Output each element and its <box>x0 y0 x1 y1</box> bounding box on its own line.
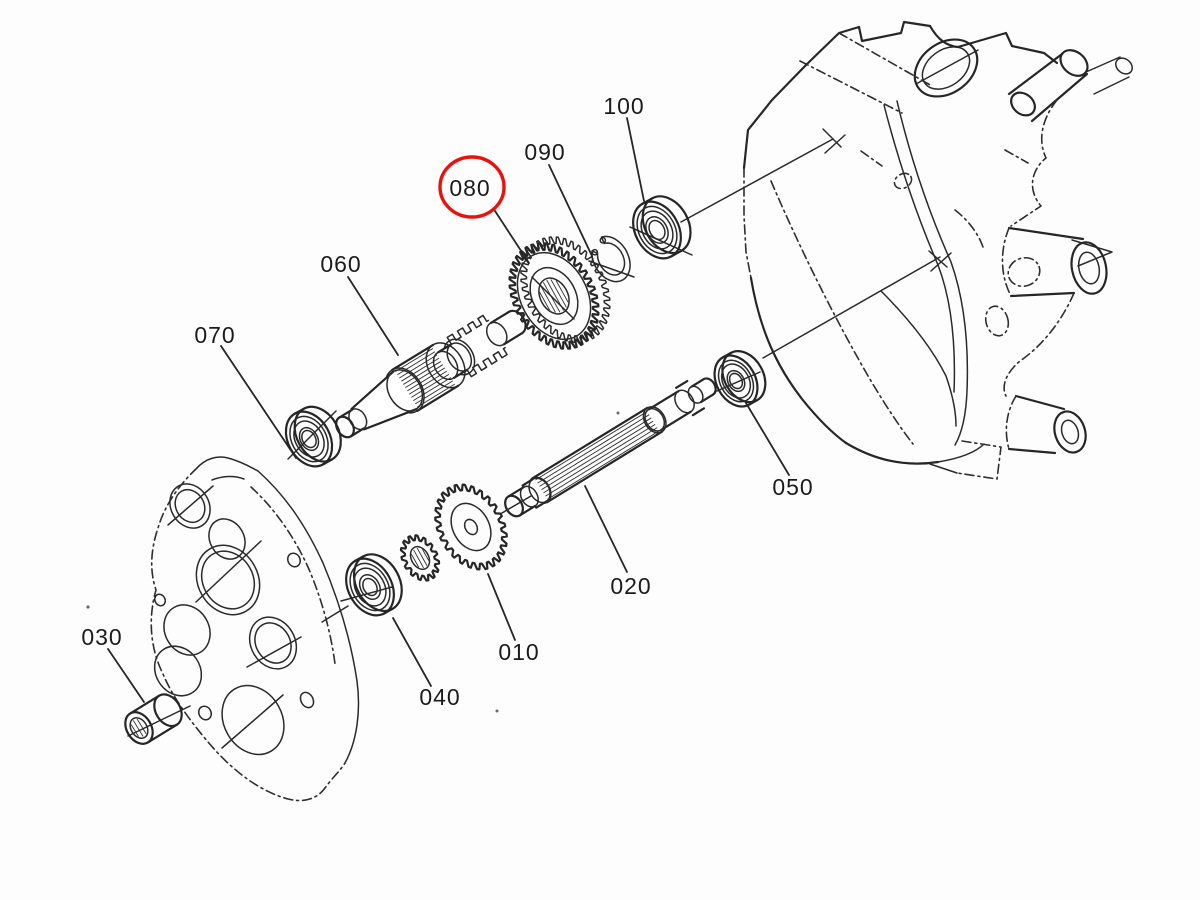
part-number-label-030[interactable]: 030 <box>81 624 122 650</box>
callout-050[interactable]: 050 <box>745 402 814 500</box>
leader-line-060 <box>347 276 399 356</box>
part-number-label-090[interactable]: 090 <box>524 139 565 165</box>
part-080-gear <box>508 236 611 350</box>
part-number-label-020[interactable]: 020 <box>610 573 651 599</box>
part-number-label-100[interactable]: 100 <box>603 93 644 119</box>
part-010-small-gear <box>399 534 441 582</box>
part-020-shaft <box>504 377 717 518</box>
scan-speck <box>616 411 620 415</box>
side-cover-plate <box>150 456 360 802</box>
leader-line-040 <box>392 617 432 687</box>
part-number-label-070[interactable]: 070 <box>194 322 235 348</box>
callout-060[interactable]: 060 <box>320 251 399 356</box>
callout-010[interactable]: 010 <box>487 573 540 665</box>
part-number-label-050[interactable]: 050 <box>772 474 813 500</box>
highlight-circle-080 <box>438 155 506 219</box>
leader-line-080 <box>494 210 530 264</box>
callout-030[interactable]: 030 <box>81 624 145 703</box>
transmission-housing <box>742 20 1133 480</box>
leader-line-100 <box>626 117 645 202</box>
part-030-spline-coupler <box>124 693 183 745</box>
part-090-snap-ring <box>591 235 631 283</box>
center-slash-lines <box>287 226 761 602</box>
leader-line-090 <box>548 164 593 257</box>
part-number-label-080[interactable]: 080 <box>449 175 490 201</box>
assembly-axis-lines <box>127 138 941 737</box>
part-number-label-060[interactable]: 060 <box>320 251 361 277</box>
part-number-label-010[interactable]: 010 <box>498 639 539 665</box>
callout-090[interactable]: 090 <box>524 139 593 257</box>
part-number-label-040[interactable]: 040 <box>419 684 460 710</box>
callout-020[interactable]: 020 <box>584 485 652 599</box>
leader-line-030 <box>107 648 145 703</box>
leader-line-070 <box>220 345 297 459</box>
callout-080[interactable]: 080 <box>449 175 530 264</box>
callout-100[interactable]: 100 <box>603 93 645 202</box>
part-050-ball-bearing <box>713 350 767 408</box>
leader-line-020 <box>584 485 628 573</box>
part-010-large-gear <box>434 483 508 571</box>
part-040-ball-bearing <box>345 553 403 617</box>
callout-070[interactable]: 070 <box>194 322 297 459</box>
scan-specks <box>86 411 620 713</box>
scan-speck <box>495 709 499 713</box>
part-060-shaft <box>335 309 527 439</box>
scan-speck <box>86 605 90 609</box>
callout-040[interactable]: 040 <box>392 617 461 710</box>
part-100-ball-bearing <box>632 195 692 260</box>
part-070-ball-bearing <box>284 405 342 468</box>
leader-line-010 <box>487 573 516 641</box>
leader-line-050 <box>745 402 790 476</box>
